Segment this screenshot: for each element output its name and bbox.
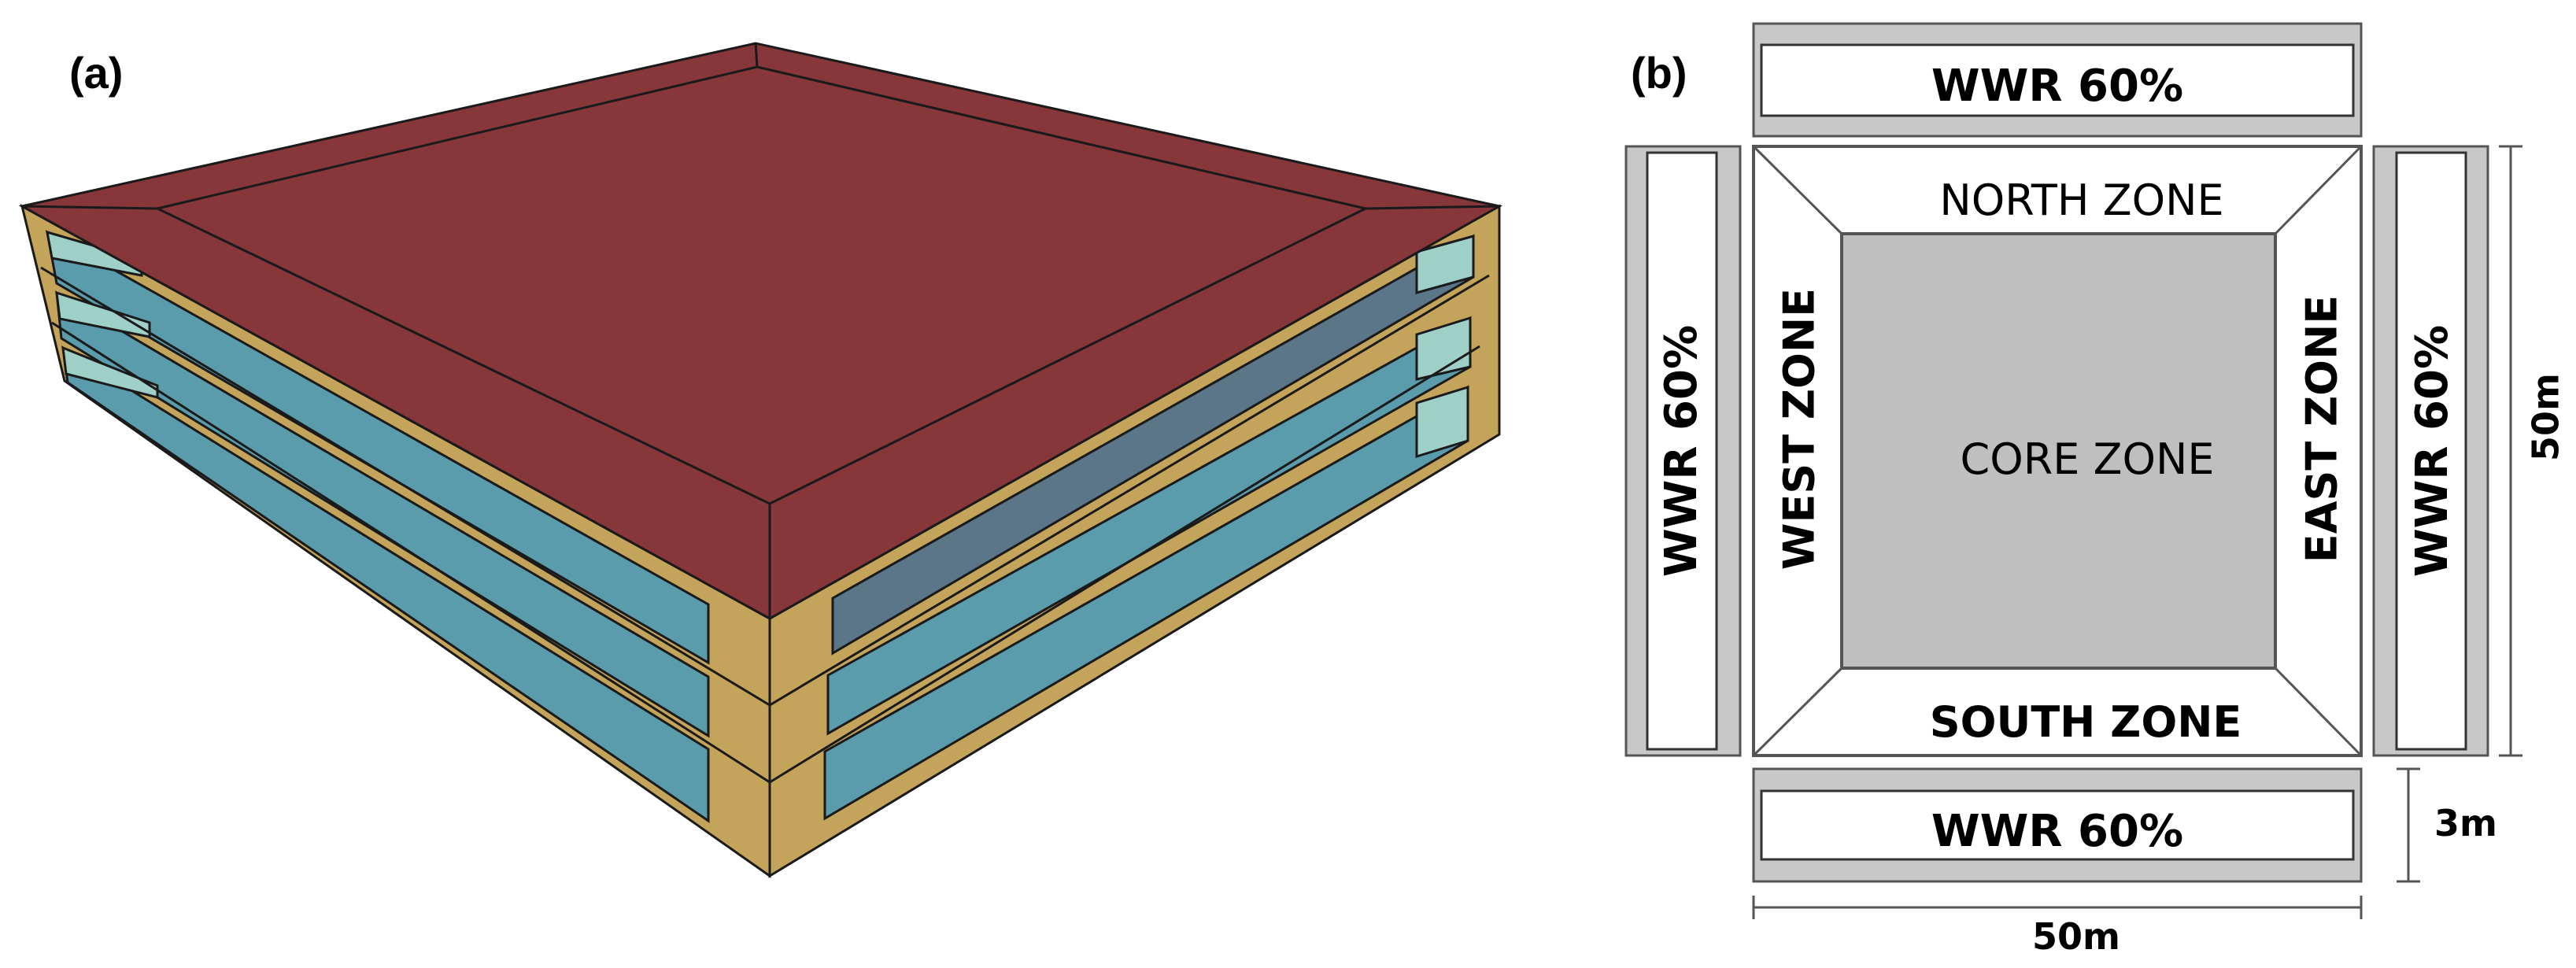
west-facade-wwr-label: WWR 60% [1656,325,1707,577]
core-zone-label: CORE ZONE [1960,434,2214,484]
roof-corner-lines [21,42,1500,619]
width-dimension [1752,896,2363,919]
right-window-light-3 [1415,235,1475,294]
perimeter-dimension-label: 3m [2434,802,2497,844]
east-facade-window [2395,151,2467,751]
left-facade-glazing [45,230,710,823]
west-facade: WWR 60% [1624,145,1742,757]
left-window-light-1 [61,345,159,399]
west-zone-label: WEST ZONE [1775,288,1824,570]
panel-a-label: (a) [69,48,123,98]
width-dimension-label: 50m [2032,915,2120,958]
south-facade: WWR 60% [1752,767,2363,883]
depth-dimension-label: 50m [2525,373,2567,461]
west-facade-window [1646,151,1718,751]
east-facade-wwr-label: WWR 60% [2407,325,2458,577]
left-window-floor-2 [55,290,710,738]
east-zone-label: EAST ZONE [2297,295,2347,563]
perimeter-dimension [2397,767,2420,883]
north-zone-label: NORTH ZONE [1939,175,2223,225]
zone-diagonals [1752,145,2363,757]
north-facade-wwr-label: WWR 60% [1931,61,2183,112]
left-window-floor-3 [45,230,710,665]
depth-dimension [2499,145,2522,757]
building-3d [18,42,1503,878]
south-zone-label: SOUTH ZONE [1930,697,2242,747]
diagonal-sw [1752,667,1843,757]
north-facade-window [1760,43,2355,117]
diagonal-nw [1752,145,1843,235]
east-facade: WWR 60% [2372,145,2489,757]
left-window-light-2 [55,290,151,338]
right-window-light-2 [1415,316,1472,381]
right-facade-glazing [823,234,1475,821]
floor-slab-lines [40,266,1490,876]
floor-plan: WWR 60% WWR 60% WWR 60% WWR 60% [1624,22,2567,958]
right-window-light-1 [1415,385,1469,459]
south-facade-wwr-label: WWR 60% [1931,806,2183,857]
south-facade-window [1760,789,2355,861]
roof-corner-line-e [1365,205,1500,210]
roof-corner-line-n [754,42,759,68]
core-zone [1840,232,2277,670]
diagonal-se [2274,667,2363,757]
north-facade: WWR 60% [1752,22,2363,138]
diagonal-ne [2274,145,2363,235]
panel-b-label: (b) [1631,48,1687,98]
roof-corner-line-w [21,205,158,210]
